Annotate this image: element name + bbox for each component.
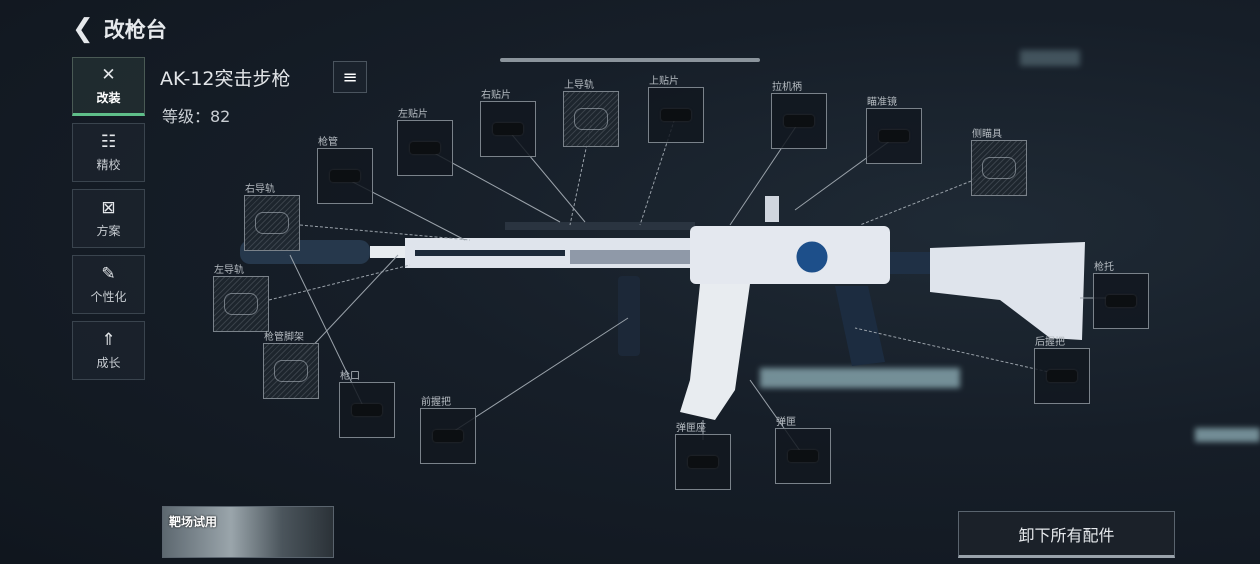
top-rail xyxy=(505,222,695,230)
part-outline-icon xyxy=(274,360,308,382)
attachment-slot[interactable]: 枪管 xyxy=(317,137,373,204)
slot-label: 上贴片 xyxy=(649,76,679,87)
attachment-slot[interactable]: 前握把 xyxy=(420,397,476,464)
side-nav: ✕ 改装 ☷ 精校 ⊠ 方案 ✎ 个性化 ⇑ 成长 xyxy=(72,57,145,387)
weapon-name: AK-12突击步枪 xyxy=(160,68,291,90)
nav-label: 改装 xyxy=(96,91,121,105)
barrel xyxy=(370,246,415,258)
slot-label: 枪管脚架 xyxy=(264,332,304,343)
nav-label: 个性化 xyxy=(90,290,127,304)
nav-label: 方案 xyxy=(96,224,121,238)
attachment-slot[interactable]: 上贴片 xyxy=(648,76,704,143)
nav-label: 精校 xyxy=(96,158,121,172)
weapon-list-button[interactable]: ≡ xyxy=(333,61,367,93)
slot-label: 前握把 xyxy=(421,397,451,408)
range-trial-button[interactable]: 靶场试用 xyxy=(162,506,334,558)
slot-label: 枪口 xyxy=(340,371,360,382)
part-icon xyxy=(410,142,440,154)
slot-label: 上导轨 xyxy=(564,80,594,91)
slot-label: 拉机柄 xyxy=(772,82,802,93)
nav-item-growth[interactable]: ⇑ 成长 xyxy=(72,321,145,380)
stock xyxy=(930,242,1085,340)
attachment-slot[interactable]: 弹匣 xyxy=(775,417,831,484)
slot-label: 枪托 xyxy=(1094,262,1114,273)
part-icon xyxy=(688,456,718,468)
spray-can-icon: ✎ xyxy=(101,264,116,284)
optic xyxy=(765,196,779,222)
slot-label: 后握把 xyxy=(1035,337,1065,348)
part-icon xyxy=(330,170,360,182)
blueprint-icon: ⊠ xyxy=(101,198,116,218)
background-light xyxy=(1020,50,1080,66)
part-icon xyxy=(352,404,382,416)
attachment-slot[interactable]: 上导轨 xyxy=(563,80,619,147)
sliders-icon: ☷ xyxy=(100,132,117,152)
attachment-slot[interactable]: 弹匣座 xyxy=(675,423,731,490)
nav-item-tune[interactable]: ☷ 精校 xyxy=(72,123,145,182)
wrench-cross-icon: ✕ xyxy=(101,65,116,85)
scroll-indicator xyxy=(500,58,760,62)
slot-label: 右贴片 xyxy=(481,90,511,101)
page-title: 改枪台 xyxy=(103,18,167,42)
part-icon xyxy=(879,130,909,142)
range-trial-label: 靶场试用 xyxy=(169,515,218,529)
attachment-slot[interactable]: 枪口 xyxy=(339,371,395,438)
part-icon xyxy=(784,115,814,127)
nav-label: 成长 xyxy=(96,356,121,370)
part-outline-icon xyxy=(982,157,1016,179)
nav-item-preset[interactable]: ⊠ 方案 xyxy=(72,189,145,248)
part-icon xyxy=(1047,370,1077,382)
nav-item-custom[interactable]: ✎ 个性化 xyxy=(72,255,145,314)
part-icon xyxy=(1106,295,1136,307)
emblem xyxy=(793,238,831,276)
pistol-grip xyxy=(835,286,885,366)
part-outline-icon xyxy=(224,293,258,315)
background-light xyxy=(1195,428,1260,442)
part-outline-icon xyxy=(255,212,289,234)
attachment-slot[interactable]: 枪托 xyxy=(1093,262,1149,329)
weapon-level: 等级：82 xyxy=(162,107,231,126)
slot-label: 右导轨 xyxy=(245,184,275,195)
attachment-slot[interactable]: 右贴片 xyxy=(480,90,536,157)
attachment-slot[interactable]: 拉机柄 xyxy=(771,82,827,149)
slot-label: 瞄准镜 xyxy=(867,97,897,108)
back-icon[interactable]: ❮ xyxy=(72,14,94,44)
unequip-all-label: 卸下所有配件 xyxy=(1018,525,1115,545)
slot-label: 左贴片 xyxy=(398,109,428,120)
background-light xyxy=(760,368,960,388)
slot-label: 枪管 xyxy=(318,137,338,148)
part-outline-icon xyxy=(574,108,608,130)
part-icon xyxy=(493,123,523,135)
attachment-slot[interactable]: 侧瞄具 xyxy=(971,129,1027,196)
slot-label: 左导轨 xyxy=(214,265,244,276)
slot-label: 弹匣 xyxy=(776,417,796,428)
receiver xyxy=(690,226,890,284)
attachment-slot[interactable]: 左贴片 xyxy=(397,109,453,176)
attachment-slot[interactable]: 左导轨 xyxy=(213,265,269,332)
list-icon: ≡ xyxy=(342,66,358,88)
unequip-all-button[interactable]: 卸下所有配件 xyxy=(958,511,1175,558)
header: ❮ 改枪台 xyxy=(72,14,167,44)
gun-upgrade-icon: ⇑ xyxy=(101,330,116,350)
slot-label: 弹匣座 xyxy=(676,423,706,434)
attachment-slot[interactable]: 瞄准镜 xyxy=(866,97,922,164)
attachment-slot[interactable]: 右导轨 xyxy=(244,184,300,251)
foregrip xyxy=(618,276,640,356)
attachment-slot[interactable]: 枪管脚架 xyxy=(263,332,319,399)
attachment-slot[interactable]: 后握把 xyxy=(1034,337,1090,404)
part-icon xyxy=(788,450,818,462)
part-icon xyxy=(661,109,691,121)
slot-label: 侧瞄具 xyxy=(972,129,1002,140)
magazine xyxy=(680,284,750,420)
nav-item-modify[interactable]: ✕ 改装 xyxy=(72,57,145,116)
part-icon xyxy=(433,430,463,442)
